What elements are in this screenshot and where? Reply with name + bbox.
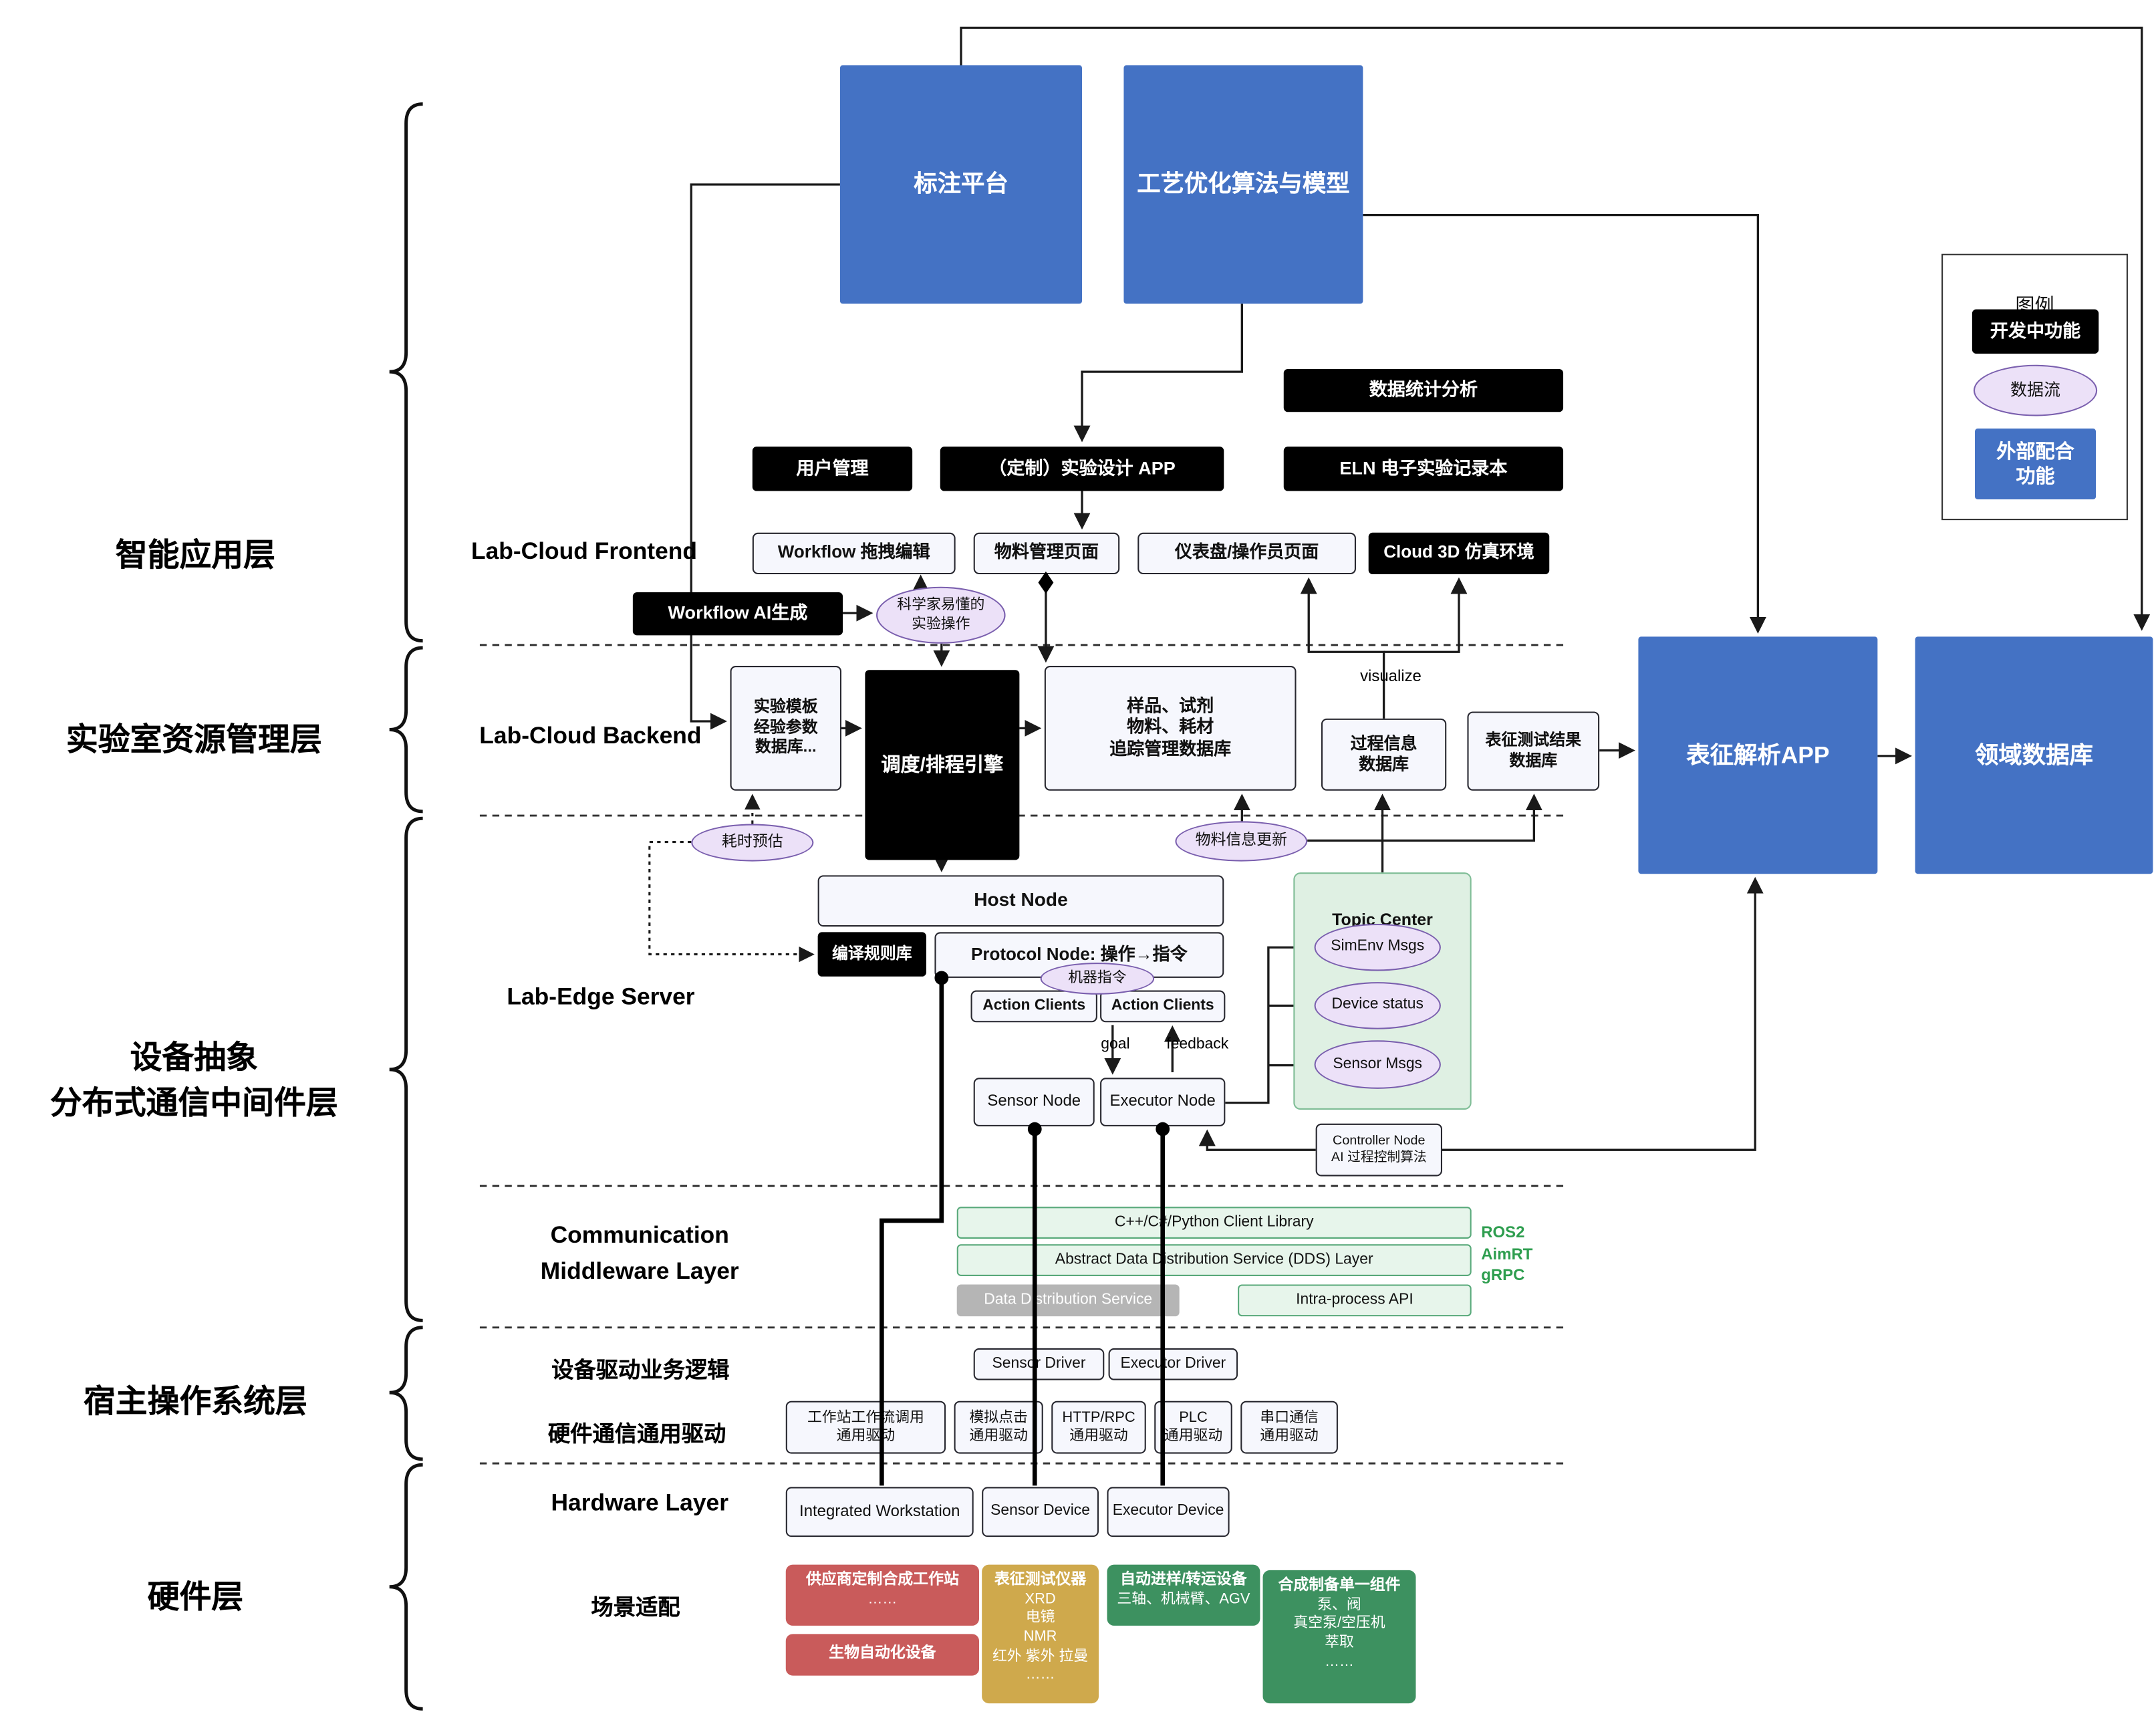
transfer-devices-body: 三轴、机械臂、AGV xyxy=(1117,1590,1250,1608)
sample-material-db-box: 样品、试剂 物料、耗材 追踪管理数据库 xyxy=(1044,666,1297,791)
executor-driver-box: Executor Driver xyxy=(1108,1348,1238,1380)
section-communication-middleware: Communication Middleware Layer xyxy=(540,1222,739,1285)
synth-components-box: 合成制备单一组件 泵、阀 真空泵/空压机 萃取 …… xyxy=(1262,1570,1416,1704)
dds-service-box: Data Distribution Service xyxy=(956,1284,1180,1317)
bio-automation-box: 生物自动化设备 xyxy=(785,1634,980,1676)
workstation-flow-driver-box: 工作站工作流调用 通用驱动 xyxy=(785,1400,946,1454)
layer-label-host-os: 宿主操作系统层 xyxy=(83,1382,307,1419)
serial-driver-box: 串口通信 通用驱动 xyxy=(1240,1400,1338,1454)
exp-template-db-box: 实验模板 经验参数 数据库... xyxy=(730,666,842,791)
material-mgmt-page-box: 物料管理页面 xyxy=(973,532,1120,575)
process-optimization-model-box: 工艺优化算法与模型 xyxy=(1123,65,1363,304)
material-info-update-ellipse: 物料信息更新 xyxy=(1175,821,1308,862)
vendor-workstation-box: 供应商定制合成工作站 …… xyxy=(785,1564,980,1626)
intra-process-api-box: Intra-process API xyxy=(1238,1284,1472,1317)
dashboard-operator-page-box: 仪表盘/操作员页面 xyxy=(1137,532,1356,575)
process-info-db-box: 过程信息 数据库 xyxy=(1321,718,1447,791)
legend-panel: 图例 开发中功能 数据流 外部配合 功能 xyxy=(1941,253,2128,521)
eln-box: ELN 电子实验记录本 xyxy=(1283,447,1564,491)
section-hw-comm-driver: 硬件通信通用驱动 xyxy=(547,1423,726,1447)
vendor-workstation-body: …… xyxy=(867,1590,898,1608)
simenv-msgs-ellipse: SimEnv Msgs xyxy=(1314,923,1441,971)
feedback-label: feedback xyxy=(1166,1036,1229,1053)
layer-label-lab-resource: 实验室资源管理层 xyxy=(65,721,322,757)
section-hardware-layer: Hardware Layer xyxy=(551,1489,728,1516)
click-sim-driver-box: 模拟点击 通用驱动 xyxy=(954,1400,1043,1454)
aggregation-diamond xyxy=(1038,571,1054,594)
plc-driver-box: PLC 通用驱动 xyxy=(1154,1400,1232,1454)
client-library-box: C++/C#/Python Client Library xyxy=(956,1207,1472,1239)
action-clients-b-box: Action Clients xyxy=(1100,990,1226,1023)
host-node-box: Host Node xyxy=(817,875,1224,927)
section-lab-edge-server: Lab-Edge Server xyxy=(507,983,695,1010)
action-clients-a-box: Action Clients xyxy=(970,990,1097,1023)
char-instruments-box: 表征测试仪器 XRD 电镜 NMR 红外 紫外 拉曼 …… xyxy=(982,1564,1099,1704)
executor-node-box: Executor Node xyxy=(1100,1078,1226,1126)
custom-exp-design-app-box: （定制）实验设计 APP xyxy=(940,447,1224,491)
sensor-node-box: Sensor Node xyxy=(973,1078,1095,1126)
transfer-devices-title: 自动进样/转运设备 xyxy=(1120,1571,1247,1588)
char-instruments-body: XRD 电镜 NMR 红外 紫外 拉曼 …… xyxy=(992,1590,1089,1683)
legend-dev-item: 开发中功能 xyxy=(1972,309,2099,354)
synth-components-body: 泵、阀 真空泵/空压机 萃取 …… xyxy=(1293,1596,1385,1670)
annotation-platform-box: 标注平台 xyxy=(839,65,1083,304)
time-estimate-ellipse: 耗时预估 xyxy=(691,824,814,862)
transfer-devices-box: 自动进样/转运设备 三轴、机械臂、AGV xyxy=(1107,1564,1260,1626)
integrated-workstation-box: Integrated Workstation xyxy=(785,1487,974,1538)
sensor-msgs-ellipse: Sensor Msgs xyxy=(1314,1040,1441,1089)
domain-db-box: 领域数据库 xyxy=(1915,636,2153,874)
layer-label-hardware: 硬件层 xyxy=(147,1578,244,1615)
goal-label: goal xyxy=(1101,1036,1130,1053)
scientist-friendly-ops-ellipse: 科学家易懂的 实验操作 xyxy=(876,586,1006,644)
layer-braces xyxy=(389,102,423,1711)
sensor-device-box: Sensor Device xyxy=(982,1487,1099,1538)
legend-dataflow-item: 数据流 xyxy=(1973,364,2098,416)
vendor-workstation-title: 供应商定制合成工作站 xyxy=(805,1571,959,1588)
char-instruments-title: 表征测试仪器 xyxy=(994,1571,1087,1588)
compile-rules-box: 编译规则库 xyxy=(817,932,926,977)
bio-automation-title: 生物自动化设备 xyxy=(829,1645,936,1663)
sensor-driver-box: Sensor Driver xyxy=(973,1348,1105,1380)
section-lab-cloud-frontend: Lab-Cloud Frontend xyxy=(471,538,698,565)
machine-cmd-ellipse: 机器指令 xyxy=(1040,963,1155,995)
dds-layer-box: Abstract Data Distribution Service (DDS)… xyxy=(956,1244,1472,1276)
dotted-arrows xyxy=(648,793,815,963)
http-rpc-driver-box: HTTP/RPC 通用驱动 xyxy=(1051,1400,1146,1454)
synth-components-title: 合成制备单一组件 xyxy=(1278,1577,1401,1594)
executor-device-box: Executor Device xyxy=(1107,1487,1230,1538)
char-test-result-db-box: 表征测试结果 数据库 xyxy=(1467,711,1600,791)
workflow-drag-edit-box: Workflow 拖拽编辑 xyxy=(752,532,956,575)
section-lab-cloud-backend: Lab-Cloud Backend xyxy=(479,723,702,749)
user-mgmt-box: 用户管理 xyxy=(752,447,913,491)
workflow-ai-gen-box: Workflow AI生成 xyxy=(632,592,843,636)
section-device-driver-logic: 设备驱动业务逻辑 xyxy=(551,1359,730,1383)
layer-label-middleware: 设备抽象 分布式通信中间件层 xyxy=(49,1039,338,1122)
visualize-label: visualize xyxy=(1360,668,1422,686)
scheduler-engine-box: 调度/排程引擎 xyxy=(865,670,1020,860)
char-analysis-app-box: 表征解析APP xyxy=(1638,636,1878,874)
cloud-3d-sim-box: Cloud 3D 仿真环境 xyxy=(1368,532,1550,575)
controller-node-box: Controller Node AI 过程控制算法 xyxy=(1315,1123,1442,1177)
protocols-label: ROS2 AimRT gRPC xyxy=(1481,1225,1533,1285)
section-scenario-adapt: 场景适配 xyxy=(591,1596,680,1620)
legend-external-item: 外部配合 功能 xyxy=(1975,428,2097,499)
layer-label-application: 智能应用层 xyxy=(115,537,276,573)
data-stats-box: 数据统计分析 xyxy=(1283,368,1564,412)
device-status-ellipse: Device status xyxy=(1314,982,1441,1029)
